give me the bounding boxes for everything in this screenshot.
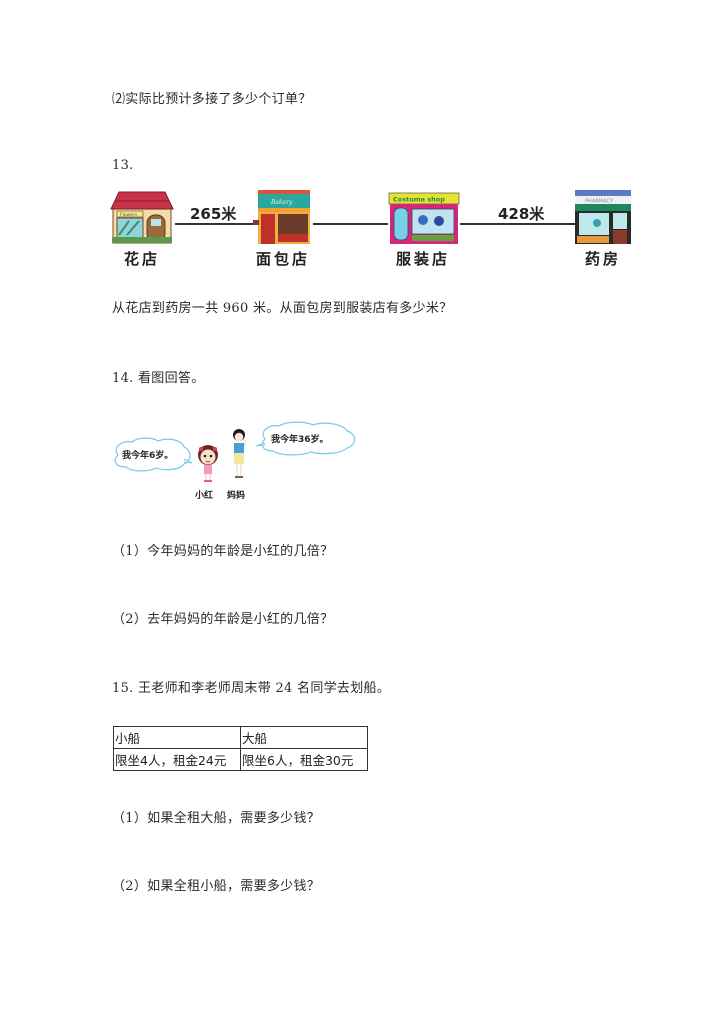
speech-bubble-girl: 我今年6岁。 [114,437,193,472]
boat-rental-table: 小船 大船 限坐4人，租金24元 限坐6人，租金30元 [113,726,368,771]
q13-number: 13. [112,158,134,173]
svg-text:Costume shop: Costume shop [393,196,445,204]
route-line-costume-pharmacy [460,223,575,225]
mom-name-label: 妈妈 [227,491,246,501]
cell-small-boat-info: 限坐4人，租金24元 [113,748,241,771]
q14-part1: （1）今年妈妈的年龄是小红的几倍？ [112,544,334,559]
header-large-boat: 大船 [240,726,368,749]
distance-flower-bakery: 265米 [190,205,237,223]
route-line-flower-bakery [175,223,255,225]
route-line-bakery-costume [313,223,388,225]
svg-text:PHARMACY: PHARMACY [585,199,614,205]
bubble-girl-text: 我今年6岁。 [122,449,173,461]
bubble-mom-text: 我今年36岁。 [271,433,329,445]
q15-part2: （2）如果全租小船，需要多少钱？ [112,879,321,894]
svg-text:Flowers: Flowers [120,212,138,218]
table-header-row: 小船 大船 [113,726,368,749]
speech-bubble-mom: 我今年36岁。 [255,421,356,456]
q12-part2-text: ⑵实际比预计多接了多少个订单？ [112,92,312,107]
shop-label-bakery: 面包店 [256,250,311,268]
costume-shop-icon: Costume shop [388,192,460,244]
shop-label-costume: 服装店 [396,250,451,268]
table-row: 限坐4人，租金24元 限坐6人，租金30元 [113,748,368,771]
mom-icon [233,429,246,478]
q15-part1: （1）如果全租大船，需要多少钱？ [112,811,321,826]
cell-large-boat-info: 限坐6人，租金30元 [240,748,368,771]
pharmacy-shop-icon: PHARMACY [575,190,631,244]
shop-label-pharmacy: 药房 [585,250,622,268]
q14-part2: （2）去年妈妈的年龄是小红的几倍？ [112,612,334,627]
bakery-shop-icon: Bakery [253,190,310,244]
flower-shop-icon: Flowers [110,191,174,244]
girl-name-label: 小红 [195,491,214,501]
distance-costume-pharmacy: 428米 [498,205,545,223]
shop-label-flower: 花店 [124,250,161,268]
q13-question: 从花店到药房一共 960 米。从面包房到服装店有多少米？ [112,301,453,316]
q14-title: 14. 看图回答。 [112,371,205,386]
girl-xiaohong-icon [198,445,218,482]
q15-title: 15. 王老师和李老师周末带 24 名同学去划船。 [112,681,391,696]
header-small-boat: 小船 [113,726,241,749]
svg-text:Bakery: Bakery [270,199,293,206]
